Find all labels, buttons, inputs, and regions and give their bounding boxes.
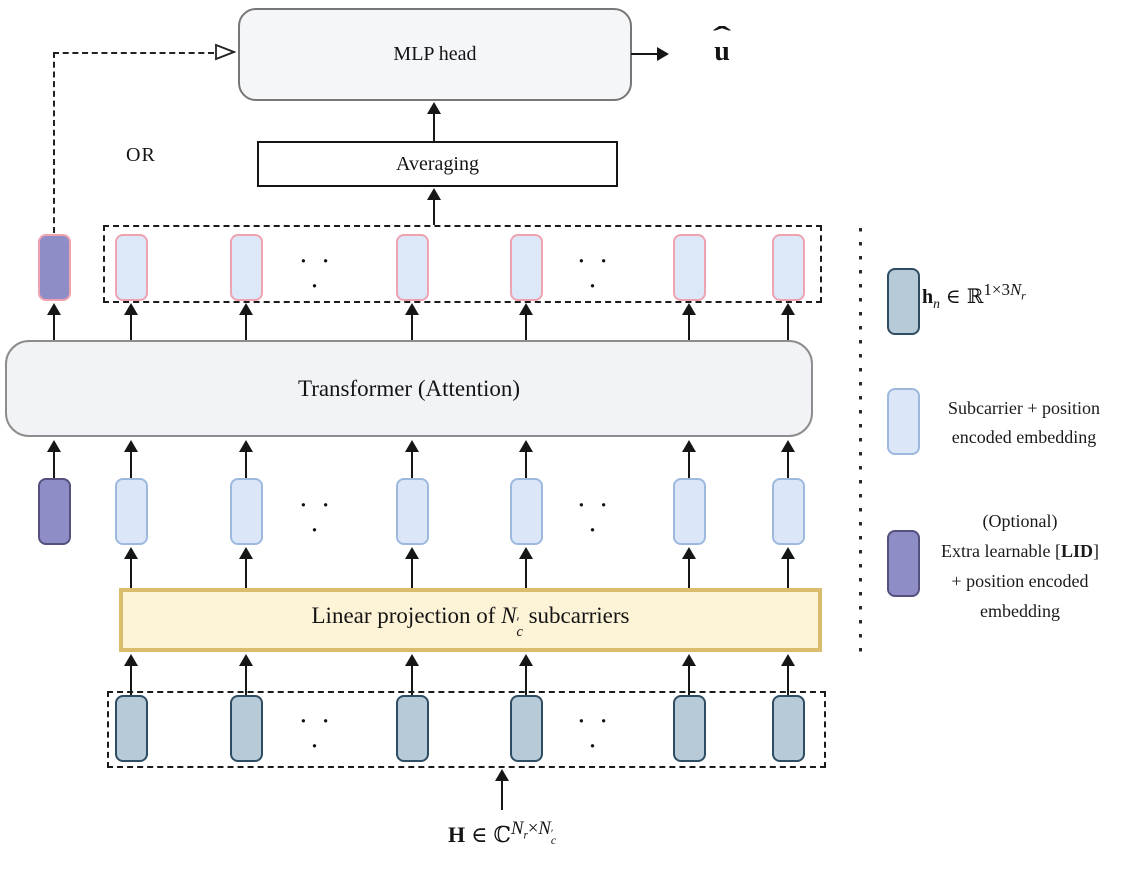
up-arrow	[405, 303, 419, 340]
output-embedding-token	[396, 234, 429, 301]
up-arrow	[519, 654, 533, 695]
output-embedding-token	[230, 234, 263, 301]
or-label: OR	[126, 144, 156, 166]
embedding-token	[115, 478, 148, 545]
hat-accent: ˆ	[712, 21, 732, 52]
up-arrow	[124, 303, 138, 340]
averaging-to-mlp-arrow	[427, 102, 441, 141]
up-arrow	[239, 547, 253, 588]
ellipsis: · · ·	[577, 709, 613, 758]
up-arrow	[781, 547, 795, 588]
input-arrow	[495, 769, 509, 810]
mlp-head-block: MLP head	[238, 8, 632, 101]
up-arrow	[47, 440, 61, 478]
up-arrow	[781, 654, 795, 695]
ellipsis: · · ·	[299, 249, 335, 298]
legend-lid-token	[887, 530, 920, 597]
skip-connection-vertical	[53, 52, 55, 233]
legend-separator	[859, 228, 862, 658]
legend-lid-text: (Optional) Extra learnable [LID] + posit…	[941, 511, 1099, 621]
up-arrow	[781, 440, 795, 478]
up-arrow	[124, 440, 138, 478]
channel-token	[396, 695, 429, 762]
up-arrow	[519, 547, 533, 588]
channel-token	[115, 695, 148, 762]
transformer-block: Transformer (Attention)	[5, 340, 813, 437]
up-arrow	[239, 440, 253, 478]
embedding-token	[510, 478, 543, 545]
channel-token	[510, 695, 543, 762]
transformer-label: Transformer (Attention)	[297, 375, 521, 401]
up-arrow	[682, 303, 696, 340]
legend-embedding-text: Subcarrier + position encoded embedding	[947, 398, 1101, 447]
averaging-block: Averaging	[257, 141, 618, 187]
output-embedding-token	[673, 234, 706, 301]
output-arrow	[631, 47, 669, 61]
up-arrow	[682, 547, 696, 588]
output-embedding-token	[510, 234, 543, 301]
up-arrow	[519, 303, 533, 340]
lid-output-token	[38, 234, 71, 301]
up-arrow	[124, 654, 138, 695]
output-embedding-token	[115, 234, 148, 301]
ellipsis: · · ·	[299, 493, 335, 542]
ellipsis: · · ·	[299, 709, 335, 758]
output-embeddings-group	[103, 225, 822, 303]
channel-token	[772, 695, 805, 762]
input-equation: H∈ℂNr×N′c	[448, 817, 556, 848]
up-arrow	[781, 303, 795, 340]
up-arrow	[124, 547, 138, 588]
legend-channel-token	[887, 268, 920, 335]
linear-projection-label: Linear projection of N′c subcarriers	[311, 603, 630, 641]
up-arrow	[405, 654, 419, 695]
up-arrow	[682, 440, 696, 478]
up-arrow	[239, 654, 253, 695]
output-embedding-token	[772, 234, 805, 301]
linear-projection-block: Linear projection of N′c subcarriers	[119, 588, 822, 652]
legend-embedding-token	[887, 388, 920, 455]
embedding-token	[396, 478, 429, 545]
output-letter: u	[714, 36, 730, 67]
up-arrow	[405, 440, 419, 478]
embedding-token	[772, 478, 805, 545]
embedding-token	[673, 478, 706, 545]
hollow-arrowhead-icon	[215, 43, 236, 61]
lid-embedding-token	[38, 478, 71, 545]
mlp-head-label: MLP head	[393, 43, 477, 65]
up-arrow	[405, 547, 419, 588]
output-symbol: ˆ u	[703, 21, 741, 76]
ellipsis: · · ·	[577, 249, 613, 298]
up-arrow	[682, 654, 696, 695]
averaging-label: Averaging	[396, 152, 479, 175]
ellipsis: · · ·	[577, 493, 613, 542]
channel-token	[673, 695, 706, 762]
up-arrow	[47, 303, 61, 340]
legend-channel-equation: hn∈ℝ1×3Nr	[922, 280, 1026, 311]
skip-connection-horizontal	[53, 52, 214, 54]
input-tokens-group	[107, 691, 826, 768]
up-arrow	[239, 303, 253, 340]
channel-token	[230, 695, 263, 762]
up-arrow	[519, 440, 533, 478]
embedding-token	[230, 478, 263, 545]
tokens-to-averaging-arrow	[427, 188, 441, 225]
